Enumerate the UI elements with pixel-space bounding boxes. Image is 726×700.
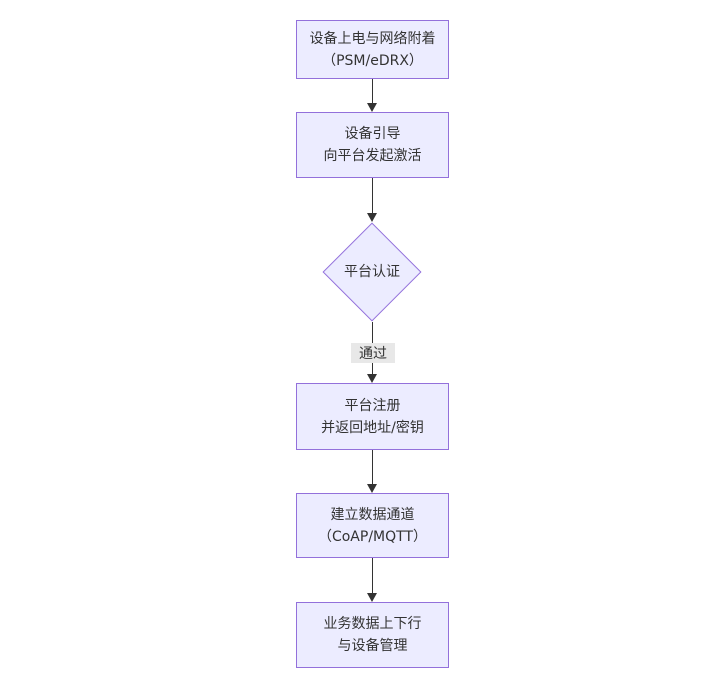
node-label-line: 向平台发起激活 — [323, 148, 422, 164]
edge-e-f-line — [372, 558, 373, 594]
arrowhead-down-icon — [367, 593, 377, 602]
edge-b-c-line — [372, 178, 373, 214]
node-label-line: 设备上电与网络附着 — [309, 30, 436, 47]
arrowhead-down-icon — [367, 213, 377, 222]
arrowhead-down-icon — [367, 374, 377, 383]
node-label-line: （PSM/eDRX） — [322, 52, 423, 69]
edge-a-b-line — [372, 79, 373, 104]
arrowhead-down-icon — [367, 484, 377, 493]
node-label-line: （CoAP/MQTT） — [317, 528, 428, 545]
node-label-line: 并返回地址/密钥 — [321, 419, 424, 436]
node-label-line: 与设备管理 — [337, 638, 408, 654]
node-establish-data-channel: 建立数据通道 （CoAP/MQTT） — [296, 493, 449, 558]
edge-d-e-line — [372, 450, 373, 485]
decision-platform-auth-label: 平台认证 — [344, 264, 400, 280]
node-device-bootstrap-activate: 设备引导 向平台发起激活 — [296, 112, 449, 178]
node-business-data-device-mgmt: 业务数据上下行 与设备管理 — [296, 602, 449, 668]
node-platform-register: 平台注册 并返回地址/密钥 — [296, 383, 449, 450]
node-label-line: 设备引导 — [344, 126, 401, 142]
arrowhead-down-icon — [367, 103, 377, 112]
node-device-power-network-attach: 设备上电与网络附着 （PSM/eDRX） — [296, 20, 449, 79]
node-label-line: 建立数据通道 — [330, 506, 415, 523]
node-label-line: 业务数据上下行 — [323, 616, 422, 632]
node-label-line: 平台注册 — [344, 397, 401, 414]
edge-label-pass: 通过 — [351, 343, 395, 363]
